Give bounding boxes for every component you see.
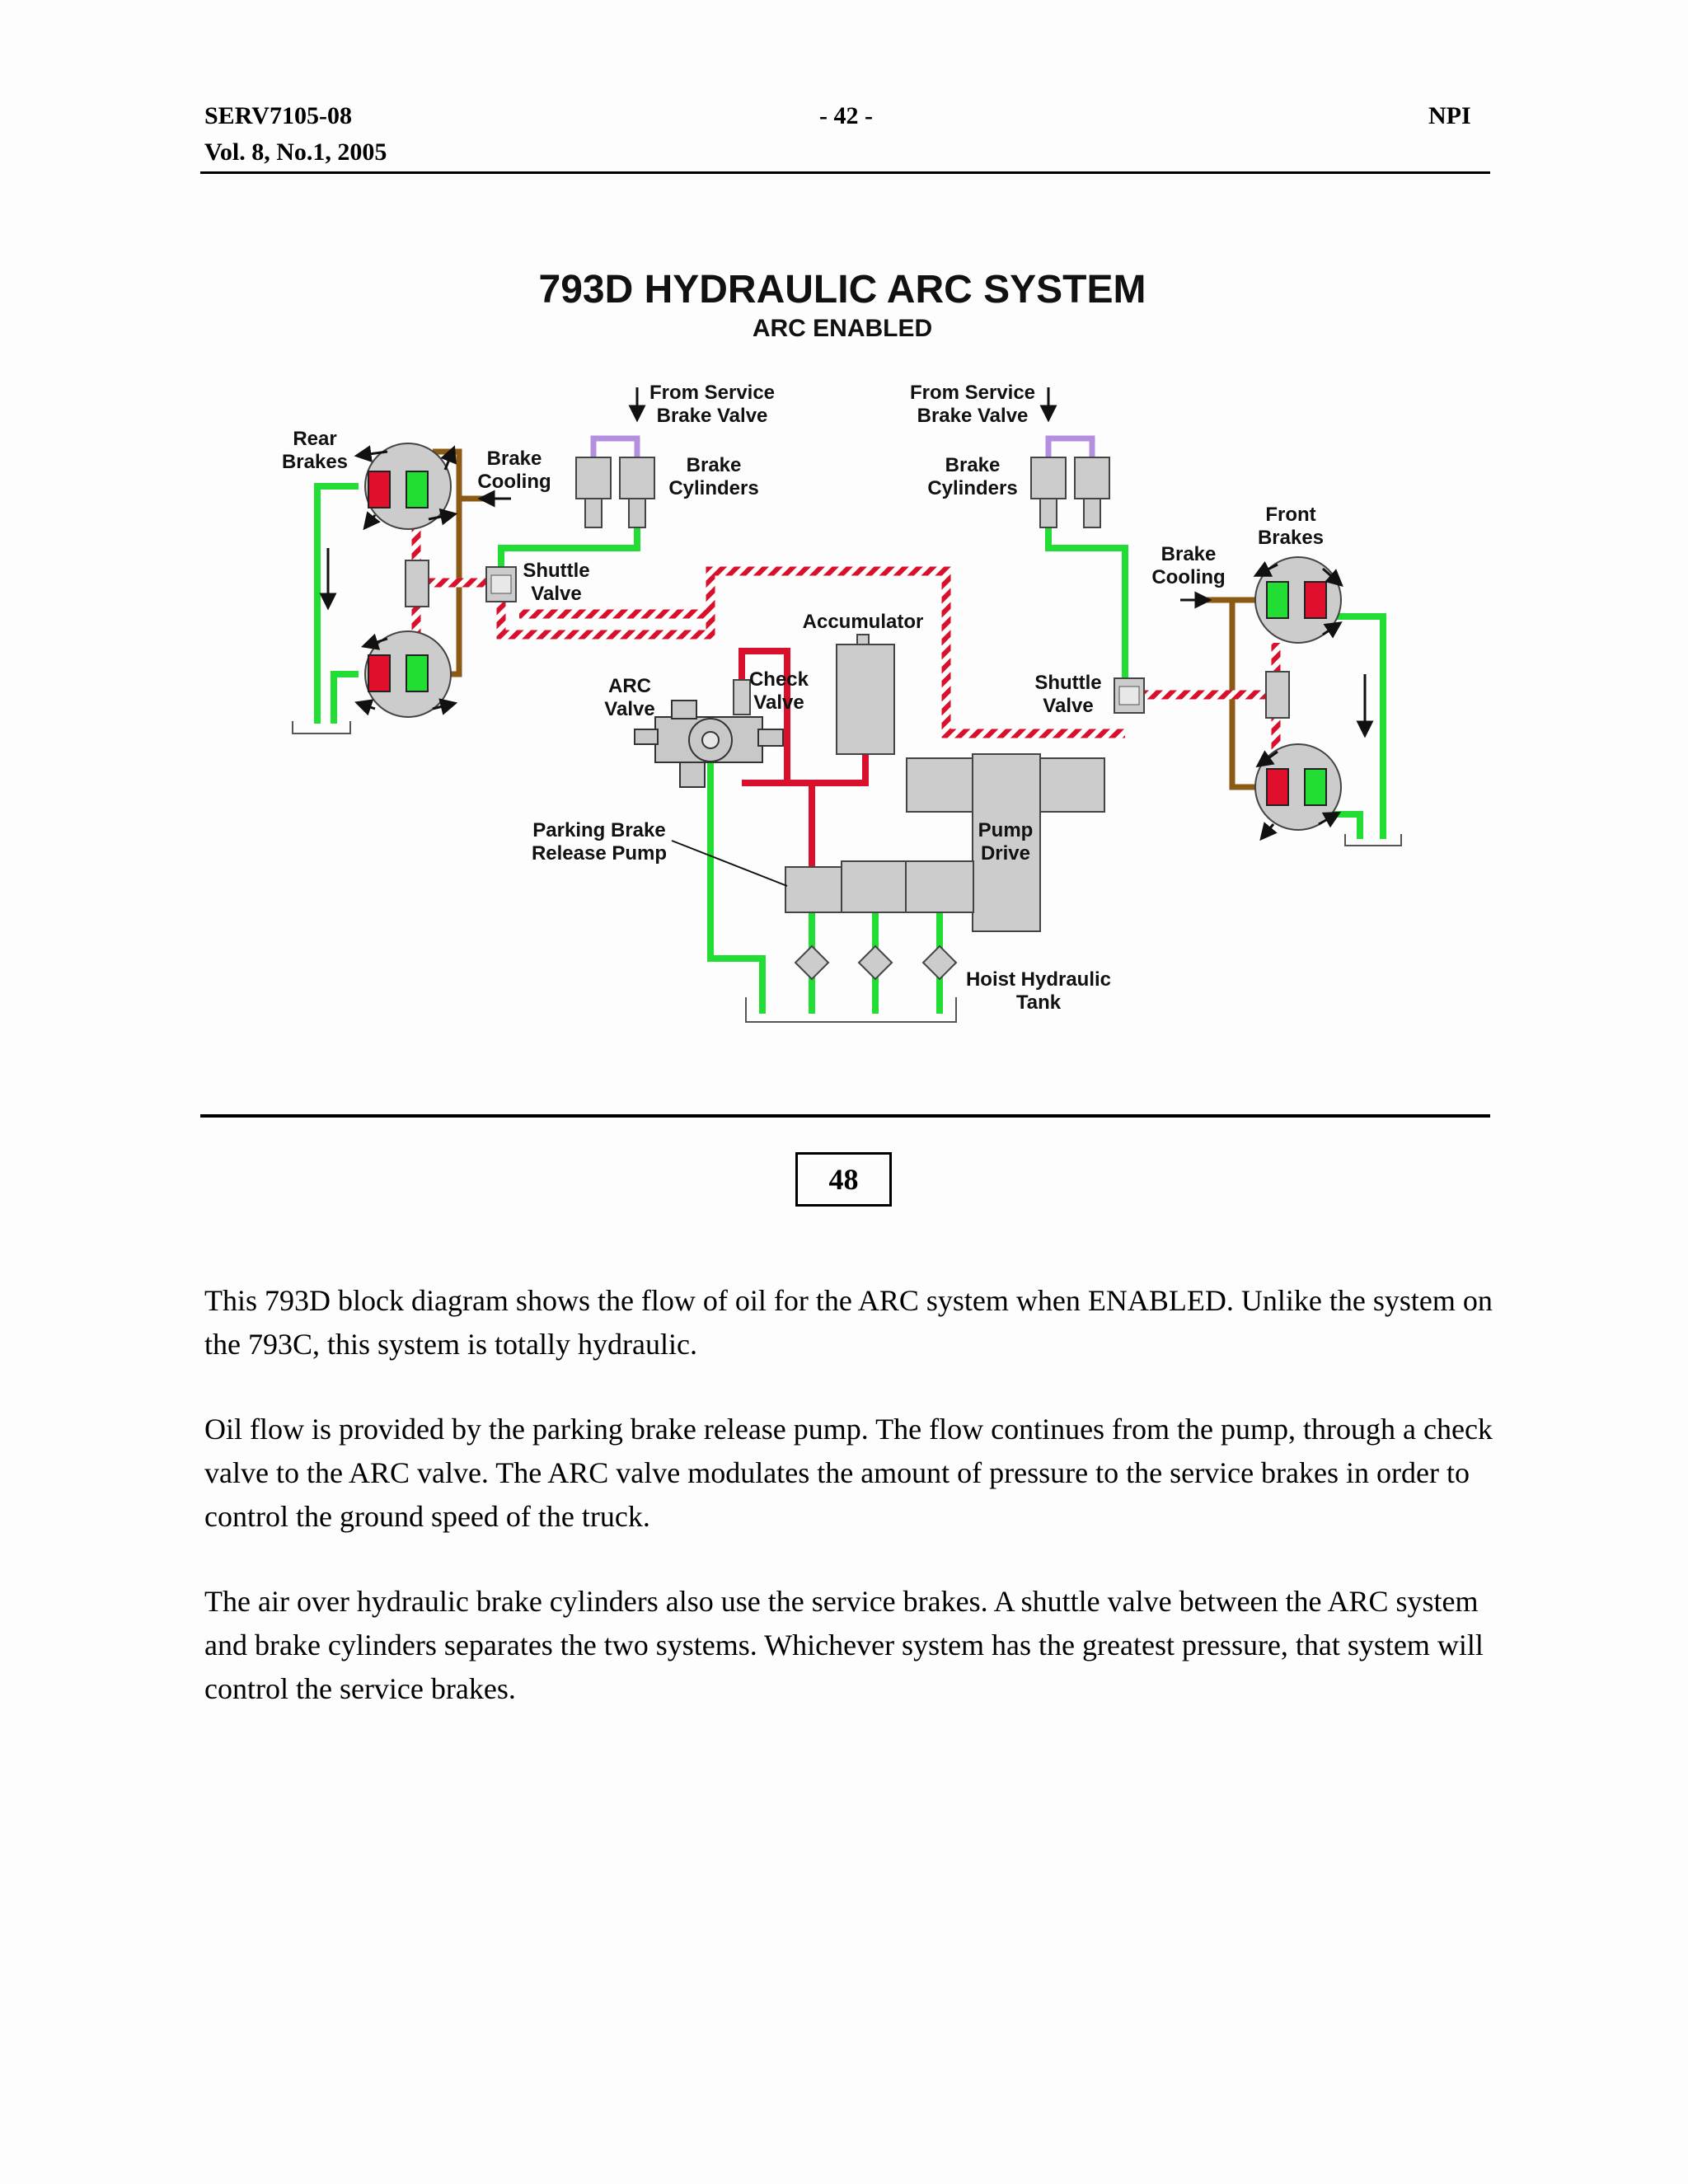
front-axle-valve <box>1265 671 1290 719</box>
paragraph-3: The air over hydraulic brake cylinders a… <box>204 1585 1484 1705</box>
label-shuttle-left-1: Shuttle <box>523 560 589 582</box>
label-front-brakes-1: Front <box>1265 504 1315 526</box>
header-rule <box>200 171 1490 174</box>
brake-cylinders-right <box>1030 457 1110 528</box>
front-brake-lower <box>1254 743 1342 841</box>
diagram-title: 793D HYDRAULIC ARC SYSTEM <box>539 268 1146 312</box>
diagram-subtitle: ARC ENABLED <box>753 315 932 342</box>
label-check-valve-2: Valve <box>753 691 804 714</box>
label-brake-cooling-left-2: Cooling <box>477 471 551 493</box>
rear-axle-valve <box>405 560 429 607</box>
page-number: - 42 - <box>819 102 873 129</box>
label-shuttle-right-2: Valve <box>1043 695 1093 717</box>
diagram-labels: Rear Brakes Brake Cooling From Service B… <box>282 382 1324 1014</box>
label-rear-brakes-1: Rear <box>293 428 336 450</box>
label-brake-cooling-right-1: Brake <box>1161 543 1217 565</box>
label-rear-brakes-2: Brakes <box>282 451 348 473</box>
label-from-service-right-1: From Service <box>910 382 1035 404</box>
label-from-service-left-2: Brake Valve <box>657 405 768 427</box>
label-shuttle-left-2: Valve <box>531 583 581 605</box>
volume-line: Vol. 8, No.1, 2005 <box>204 138 387 166</box>
label-brake-cyl-right-2: Cylinders <box>927 477 1017 499</box>
org-name: NPI <box>1428 102 1471 129</box>
label-check-valve-1: Check <box>749 668 809 691</box>
label-hoist-tank-1: Hoist Hydraulic <box>966 968 1111 991</box>
rear-brake-lower <box>354 630 458 718</box>
figure-rule <box>200 1114 1490 1118</box>
label-brake-cyl-left-1: Brake <box>687 454 742 476</box>
label-brake-cyl-right-1: Brake <box>945 454 1001 476</box>
parking-pump-leader <box>671 840 788 887</box>
accumulator <box>836 634 895 755</box>
hydraulic-diagram: 793D HYDRAULIC ARC SYSTEM ARC ENABLED <box>282 268 1402 1023</box>
pump-stack <box>785 860 974 913</box>
figure-number: 48 <box>795 1152 892 1207</box>
service-brake-lines <box>590 435 1095 460</box>
check-valve <box>733 679 751 715</box>
brake-cylinders-left <box>575 457 655 528</box>
front-brake-upper <box>1253 556 1343 644</box>
label-from-service-left-1: From Service <box>649 382 775 404</box>
label-parking-pump-1: Parking Brake <box>532 819 665 841</box>
label-accumulator: Accumulator <box>803 611 924 633</box>
shuttle-valve-left <box>485 566 517 602</box>
label-from-service-right-2: Brake Valve <box>917 405 1029 427</box>
paragraph-2: Oil flow is provided by the parking brak… <box>204 1413 1493 1533</box>
doc-id: SERV7105-08 <box>204 102 352 129</box>
label-brake-cooling-right-2: Cooling <box>1151 566 1225 588</box>
label-front-brakes-2: Brakes <box>1258 527 1324 549</box>
rear-drain <box>292 721 351 734</box>
label-hoist-tank-2: Tank <box>1016 991 1062 1014</box>
label-parking-pump-2: Release Pump <box>532 842 667 865</box>
rear-brake-upper <box>354 443 458 531</box>
arc-valve <box>634 700 784 788</box>
label-brake-cooling-left-1: Brake <box>487 448 542 470</box>
label-brake-cyl-left-2: Cylinders <box>668 477 758 499</box>
paragraph-1: This 793D block diagram shows the flow o… <box>204 1284 1493 1361</box>
pump-drive <box>906 753 1105 932</box>
shuttle-valve-right <box>1114 677 1145 714</box>
label-shuttle-right-1: Shuttle <box>1034 672 1101 694</box>
label-arc-valve-1: ARC <box>608 675 651 697</box>
hoist-tank <box>745 997 957 1023</box>
label-pump-drive-1: Pump <box>978 819 1034 841</box>
label-pump-drive-2: Drive <box>981 842 1030 865</box>
label-arc-valve-2: Valve <box>604 698 654 720</box>
front-drain <box>1344 834 1402 846</box>
filters <box>794 944 958 981</box>
